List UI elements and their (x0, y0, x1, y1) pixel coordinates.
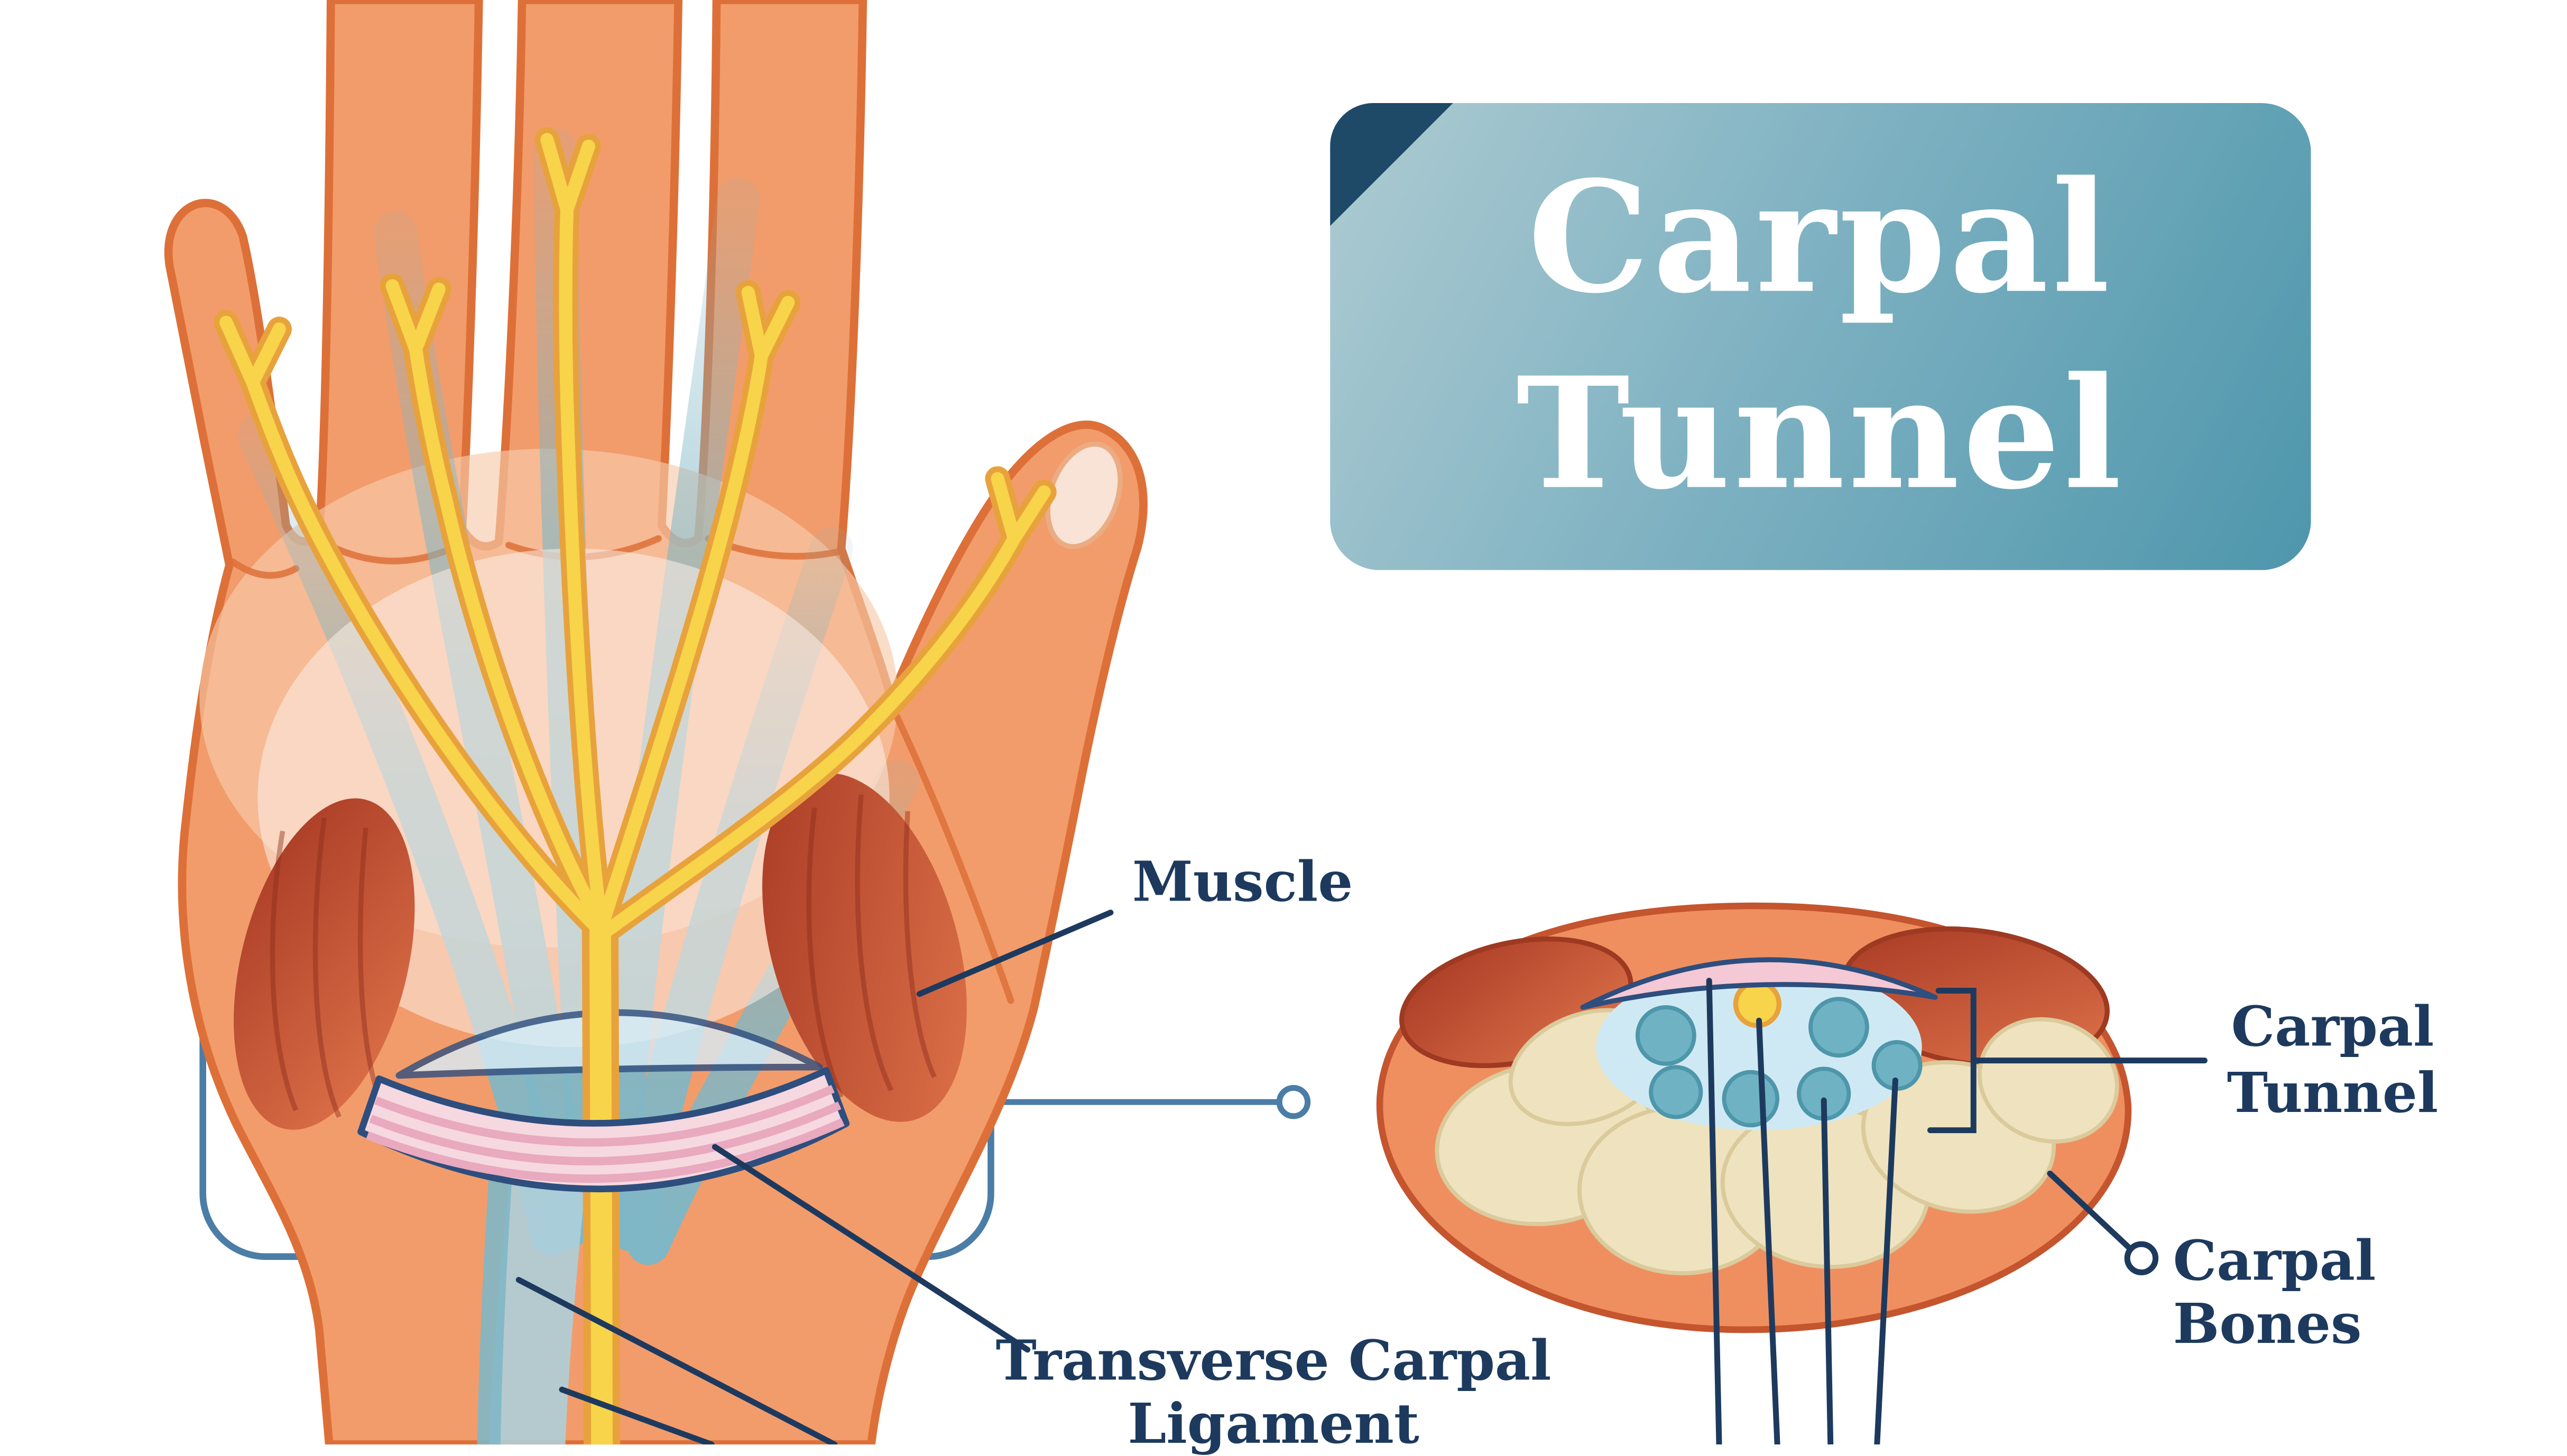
label-carpal-tunnel-line-1: Carpal (2231, 994, 2434, 1059)
label-transverse-carpal-ligament: Transverse Carpal Ligament (981, 1328, 1566, 1456)
label-transverse-line-2: Ligament (1128, 1391, 1419, 1456)
label-transverse-line-1: Transverse Carpal (995, 1328, 1552, 1393)
muscle-body (234, 798, 415, 1130)
wrist-tendon-thin (477, 1165, 512, 1445)
cross-section-leader-line-3 (1821, 1097, 1834, 1445)
ligament-stripes (366, 1084, 845, 1183)
muscle-fibers (270, 817, 382, 1118)
muscle-leader-line (916, 910, 1114, 997)
label-carpal-tunnel-line-2: Tunnel (2227, 1060, 2439, 1126)
hypothenar-muscle (234, 798, 415, 1130)
thenar-muscle (762, 773, 967, 1122)
flexor-tendon-circles (1635, 997, 1923, 1128)
tendon-leader-line-2 (559, 1386, 715, 1445)
page-title: Carpal Tunnel (1330, 103, 2311, 532)
connector-dot (1276, 1084, 1311, 1119)
flexor-tendon-circle (1635, 1005, 1696, 1066)
carpal-bones-leader-line (2047, 1170, 2133, 1251)
hand-illustration (164, 0, 1148, 1445)
ligament-arc (1580, 957, 1938, 1010)
label-carpal-bones: Carpal Bones (2173, 1228, 2376, 1357)
label-carpal-tunnel: Carpal Tunnel (2224, 994, 2441, 1127)
transverse-carpal-ligament-band (357, 1067, 850, 1192)
carpal-bone (1977, 1017, 2119, 1144)
palm-wash (257, 548, 890, 1047)
leader-lines (515, 910, 2208, 1445)
label-muscle: Muscle (1132, 849, 1353, 914)
carpal-bones-marker-dot (2124, 1241, 2159, 1276)
tendon-leader-line-1 (515, 1277, 838, 1445)
flexor-tendon-circle (1808, 997, 1869, 1058)
wrist-cross-section (1376, 902, 2132, 1333)
cross-section-leader-line-2 (1756, 1017, 1780, 1445)
nerve-branches (219, 133, 1051, 938)
title-line-2: Tunnel (1516, 344, 2125, 524)
title-line-1: Carpal (1528, 147, 2113, 328)
flexor-tendon-circle (1722, 1070, 1780, 1128)
wrist-tendon-strip (488, 1132, 587, 1445)
flexor-tendon-circle (1649, 1065, 1703, 1119)
ligament-leader-line (712, 1144, 1031, 1353)
cross-section-leader-line-1 (1706, 978, 1722, 1445)
cross-section-leader-line-4 (1874, 1077, 1898, 1445)
title-badge: Carpal Tunnel (1330, 103, 2311, 570)
muscle-fibers (806, 794, 937, 1098)
median-nerve (214, 127, 1057, 1445)
muscle-body (762, 773, 967, 1122)
